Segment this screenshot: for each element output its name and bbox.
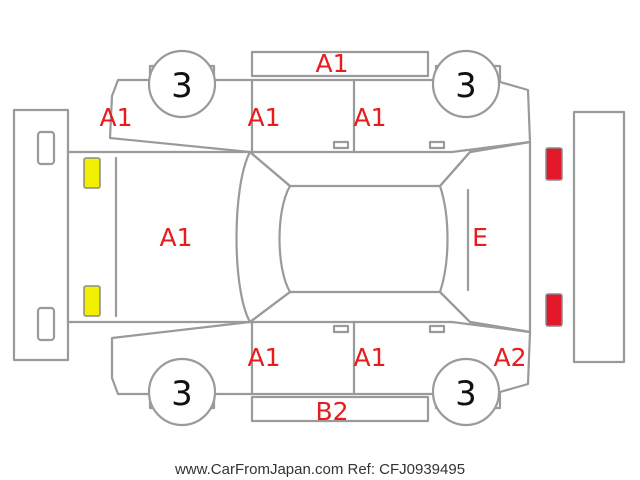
tire-label: 3 [171, 374, 193, 414]
tire-label: 3 [455, 374, 477, 414]
top-view-body [66, 140, 532, 334]
bottom-side-panel [250, 395, 430, 423]
rear-lamp-upper [545, 147, 563, 181]
wheel-rear-left: 3 [431, 49, 501, 119]
code-front-left-door: A1 [247, 103, 280, 132]
code-rear-right-quarter: A2 [493, 343, 526, 372]
top-side-panel [250, 50, 430, 78]
code-rear-right-door: A1 [353, 343, 386, 372]
code-hood: A1 [159, 223, 192, 252]
wheel-front-left: 3 [147, 49, 217, 119]
front-lamp-lower [83, 285, 101, 317]
code-front-left-fender: A1 [99, 103, 132, 132]
code-roof-edge-top: A1 [315, 49, 348, 78]
front-bumper [12, 108, 70, 362]
wheel-front-right: 3 [147, 357, 217, 427]
code-tailgate: E [472, 223, 488, 252]
code-rear-left-door: A1 [353, 103, 386, 132]
tire-label: 3 [171, 66, 193, 106]
wheel-rear-right: 3 [431, 357, 501, 427]
rear-bumper [572, 110, 626, 364]
code-front-right-door: A1 [247, 343, 280, 372]
rear-lamp-lower [545, 293, 563, 327]
footer-credit: www.CarFromJapan.com Ref: CFJ0939495 [174, 461, 465, 478]
tire-label: 3 [455, 66, 477, 106]
front-lamp-upper [83, 157, 101, 189]
code-rocker-bottom: B2 [315, 397, 348, 426]
